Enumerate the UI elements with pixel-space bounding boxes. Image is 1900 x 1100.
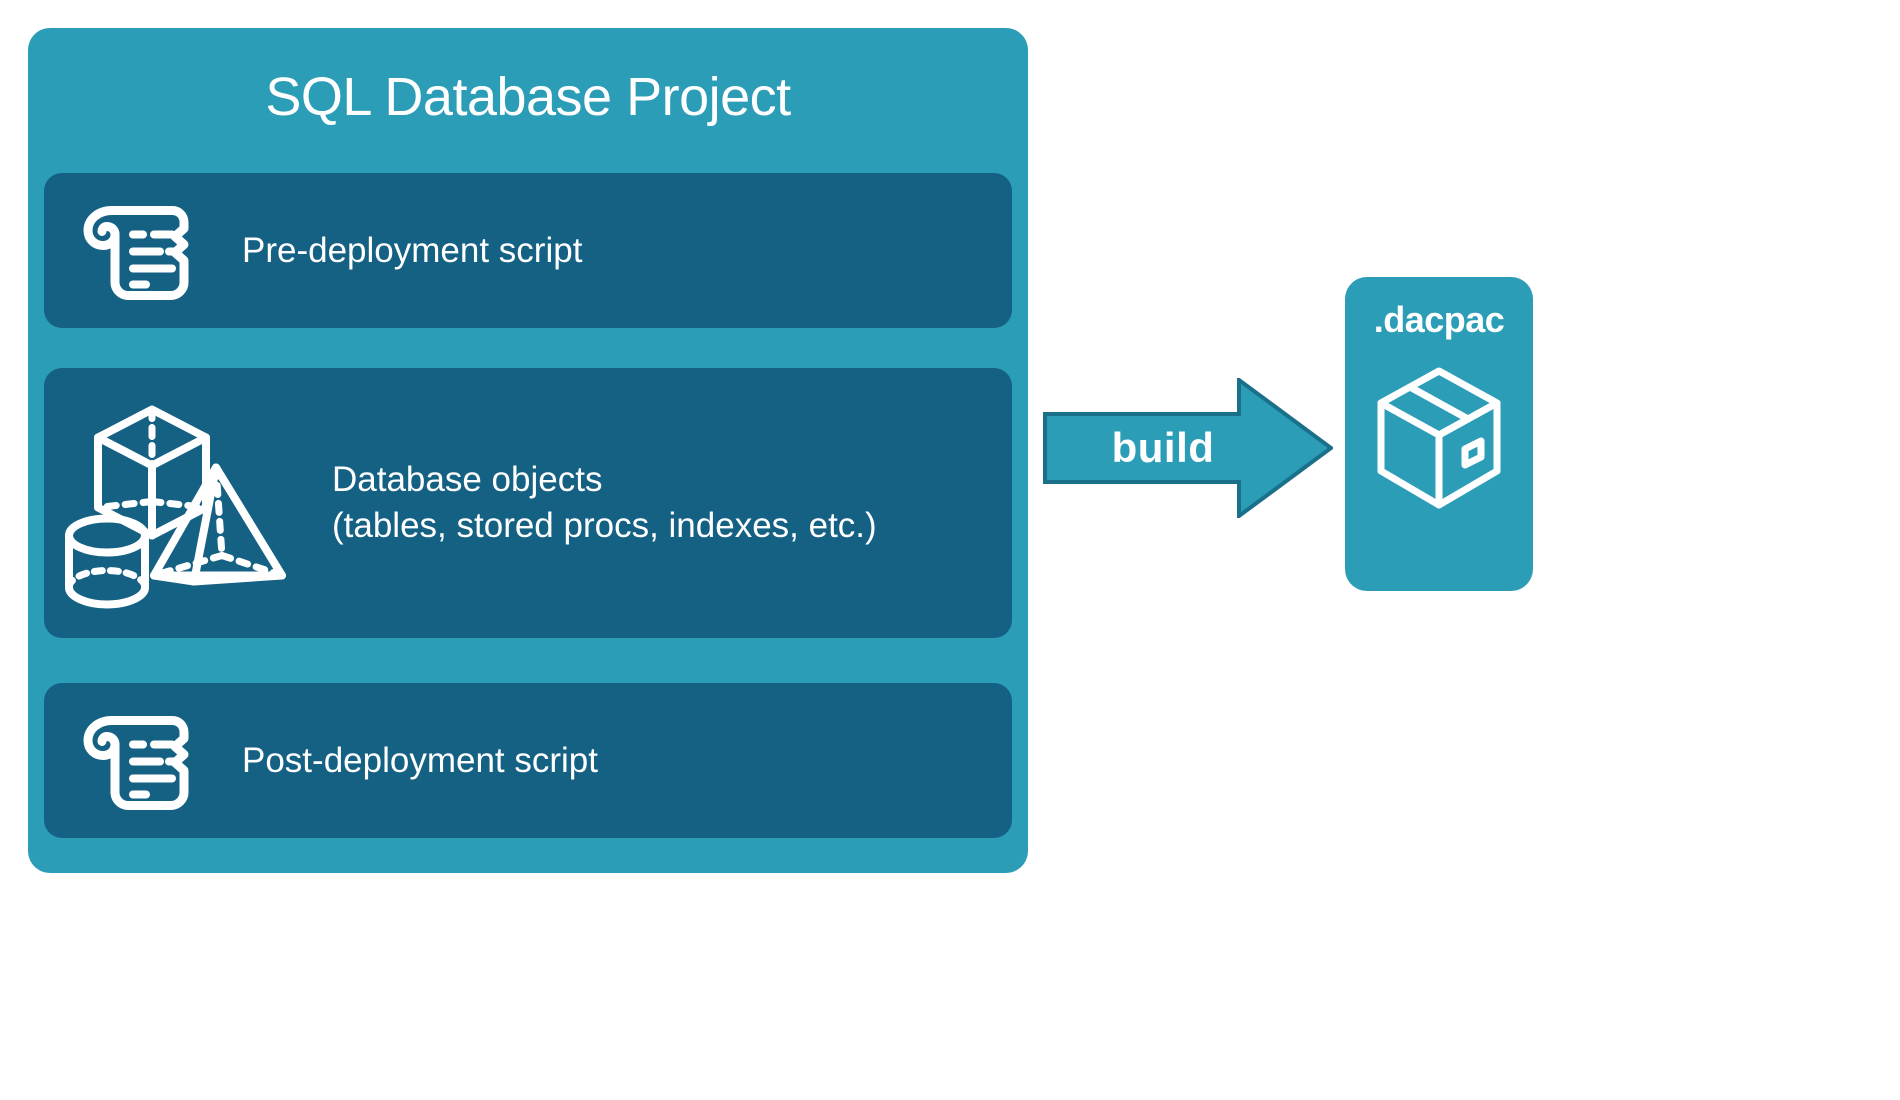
panel-label-line: Database objects bbox=[332, 459, 603, 499]
pyramid-shape bbox=[150, 463, 286, 586]
cylinder-shape bbox=[65, 514, 149, 609]
dacpac-title: .dacpac bbox=[1373, 299, 1505, 340]
sql-database-project-card: SQL Database Project bbox=[28, 28, 1028, 873]
panel-pre-deployment[interactable]: Pre-deployment script bbox=[44, 173, 1012, 328]
3d-shapes-icon bbox=[56, 386, 316, 621]
panel-label: Pre-deployment script bbox=[242, 227, 582, 273]
panel-label-line: (tables, stored procs, indexes, etc.) bbox=[332, 506, 877, 545]
panel-label-line: Pre-deployment script bbox=[242, 230, 583, 270]
package-box-icon bbox=[1373, 359, 1505, 519]
panel-label: Database objects (tables, stored procs, … bbox=[332, 457, 877, 549]
arrow-right-icon bbox=[1043, 376, 1335, 520]
scroll-icon bbox=[76, 702, 194, 819]
page-title: SQL Database Project bbox=[265, 67, 791, 127]
panel-label-line: Post-deployment script bbox=[242, 740, 598, 780]
panel-post-deployment[interactable]: Post-deployment script bbox=[44, 683, 1012, 838]
panel-label: Post-deployment script bbox=[242, 737, 598, 783]
scroll-icon bbox=[76, 192, 194, 309]
panel-database-objects[interactable]: Database objects (tables, stored procs, … bbox=[44, 368, 1012, 638]
dacpac-output-card: .dacpac bbox=[1345, 277, 1533, 591]
